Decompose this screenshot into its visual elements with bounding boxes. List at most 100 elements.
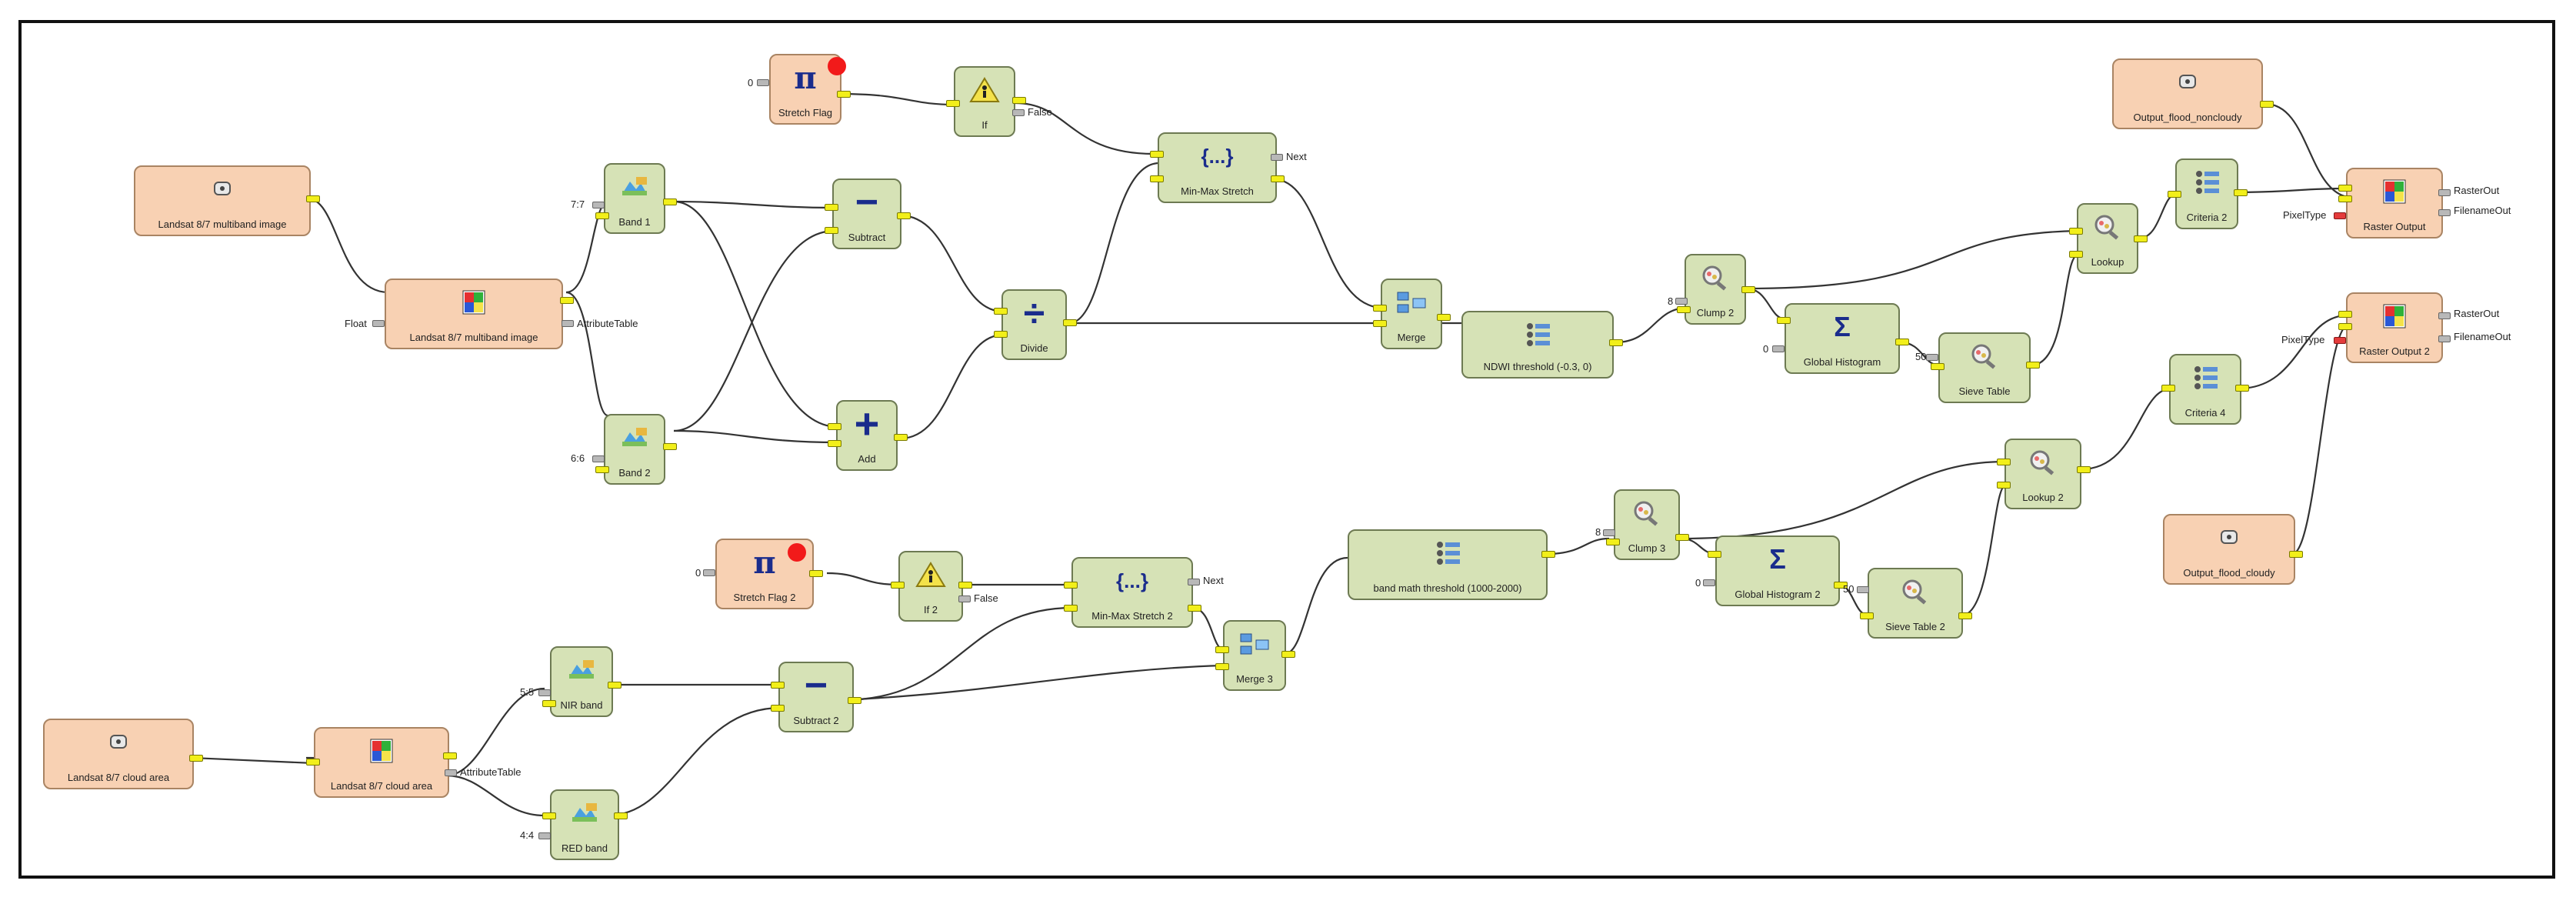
input-port[interactable] [306, 759, 320, 766]
input-port[interactable] [994, 331, 1008, 338]
input-port[interactable] [2338, 185, 2352, 192]
input-port[interactable] [2334, 337, 2346, 344]
input-port[interactable] [538, 832, 551, 839]
output-port[interactable] [1281, 651, 1295, 658]
node-sieve-table-2[interactable]: Sieve Table 2 [1868, 568, 1963, 639]
output-port[interactable] [445, 769, 457, 776]
output-port[interactable] [663, 198, 677, 205]
node-criteria-2[interactable]: Criteria 2 [2175, 158, 2238, 229]
input-port[interactable] [1777, 317, 1791, 324]
output-port[interactable] [560, 297, 574, 304]
output-port[interactable] [614, 812, 628, 819]
node-add[interactable]: + Add [836, 400, 898, 471]
node-band-1[interactable]: Band 1 [604, 163, 665, 234]
node-clump-3[interactable]: Clump 3 [1614, 489, 1680, 560]
input-port[interactable] [1997, 459, 2011, 465]
input-port[interactable] [1150, 175, 1164, 182]
node-output-flood-cloudy[interactable]: Output_flood_cloudy [2163, 514, 2295, 585]
node-raster-output-2[interactable]: Raster Output 2 [2346, 292, 2443, 363]
node-global-histogram-2[interactable]: Σ Global Histogram 2 [1715, 535, 1840, 606]
input-port[interactable] [1677, 306, 1691, 313]
node-if-2[interactable]: If 2 [898, 551, 963, 622]
input-port[interactable] [771, 705, 785, 712]
input-port[interactable] [538, 689, 551, 696]
input-port[interactable] [828, 423, 841, 430]
node-sieve-table[interactable]: Sieve Table [1938, 332, 2031, 403]
output-port[interactable] [1271, 154, 1283, 161]
output-port[interactable] [2026, 362, 2040, 369]
input-port[interactable] [1703, 579, 1715, 586]
input-port[interactable] [542, 812, 556, 819]
output-port[interactable] [1541, 551, 1555, 558]
output-port[interactable] [1675, 534, 1689, 541]
node-output-flood-noncloudy[interactable]: Output_flood_noncloudy [2112, 58, 2263, 129]
output-port[interactable] [2438, 189, 2451, 196]
output-port[interactable] [1895, 339, 1909, 345]
node-red-band[interactable]: RED band [550, 789, 619, 860]
output-port[interactable] [1609, 339, 1623, 346]
node-if[interactable]: If [954, 66, 1015, 137]
input-port[interactable] [1215, 646, 1229, 653]
node-landsat-cloud-input[interactable]: Landsat 8/7 cloud area [43, 719, 194, 789]
node-ndwi-threshold[interactable]: NDWI threshold (-0.3, 0) [1461, 311, 1614, 379]
input-port[interactable] [595, 466, 609, 473]
input-port[interactable] [825, 227, 838, 234]
input-port[interactable] [2069, 251, 2083, 258]
input-port[interactable] [2338, 311, 2352, 318]
output-port[interactable] [608, 682, 622, 689]
input-port[interactable] [1373, 320, 1387, 327]
output-port[interactable] [2289, 551, 2303, 558]
node-lookup[interactable]: Lookup [2077, 203, 2138, 274]
output-port[interactable] [1188, 605, 1201, 612]
input-port[interactable] [1708, 551, 1721, 558]
input-port[interactable] [1857, 586, 1869, 593]
input-port[interactable] [2168, 191, 2181, 198]
input-port[interactable] [2338, 323, 2352, 330]
node-merge[interactable]: Merge [1381, 279, 1442, 349]
output-port[interactable] [2234, 189, 2248, 196]
input-port[interactable] [1926, 354, 1938, 361]
node-raster-output[interactable]: Raster Output [2346, 168, 2443, 239]
node-band-2[interactable]: Band 2 [604, 414, 665, 485]
output-port[interactable] [897, 212, 911, 219]
input-port[interactable] [595, 212, 609, 219]
input-port[interactable] [1675, 298, 1688, 305]
output-port[interactable] [1063, 319, 1077, 326]
node-min-max-stretch-2[interactable]: {...} Min-Max Stretch 2 [1071, 557, 1193, 628]
output-port[interactable] [1437, 314, 1451, 321]
output-port[interactable] [2438, 312, 2451, 319]
input-port[interactable] [1606, 539, 1620, 545]
output-port[interactable] [1012, 109, 1025, 116]
output-port[interactable] [1958, 612, 1972, 619]
input-port[interactable] [2069, 228, 2083, 235]
output-port[interactable] [189, 755, 203, 762]
input-port[interactable] [825, 204, 838, 211]
output-port[interactable] [837, 91, 851, 98]
node-nir-band[interactable]: NIR band [550, 646, 613, 717]
node-subtract[interactable]: − Subtract [832, 178, 901, 249]
node-band-math-threshold[interactable]: band math threshold (1000-2000) [1348, 529, 1548, 600]
input-port[interactable] [542, 700, 556, 707]
input-port[interactable] [703, 569, 715, 576]
node-merge-3[interactable]: Merge 3 [1223, 620, 1286, 691]
input-port[interactable] [891, 582, 905, 589]
output-port[interactable] [562, 320, 574, 327]
node-min-max-stretch[interactable]: {...} Min-Max Stretch [1158, 132, 1277, 203]
input-port[interactable] [2334, 212, 2346, 219]
output-port[interactable] [2260, 101, 2274, 108]
output-port[interactable] [2077, 466, 2091, 473]
input-port[interactable] [1373, 305, 1387, 312]
input-port[interactable] [372, 320, 385, 327]
input-port[interactable] [1997, 482, 2011, 489]
input-port[interactable] [757, 79, 769, 86]
output-port[interactable] [809, 570, 823, 577]
node-subtract-2[interactable]: − Subtract 2 [778, 662, 854, 732]
output-port[interactable] [1271, 175, 1285, 182]
input-port[interactable] [592, 455, 605, 462]
output-port[interactable] [1834, 582, 1848, 589]
node-landsat-multiband-input[interactable]: Landsat 8/7 multiband image [134, 165, 311, 236]
input-port[interactable] [1931, 363, 1944, 370]
output-port[interactable] [1741, 286, 1755, 293]
input-port[interactable] [1064, 582, 1078, 589]
output-port[interactable] [958, 582, 972, 589]
